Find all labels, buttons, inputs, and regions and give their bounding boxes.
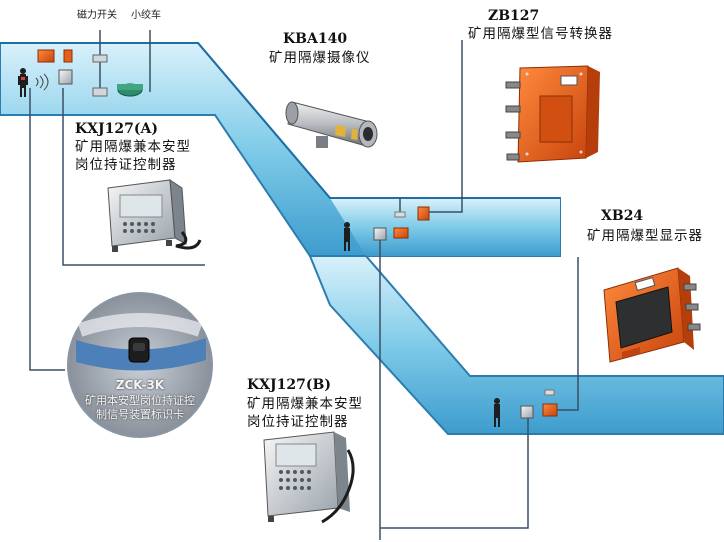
zb127-converter-image <box>505 65 600 163</box>
magnetic-switch-icon <box>92 54 108 63</box>
control-box-small <box>520 405 534 419</box>
zck3k-card-image <box>67 292 213 438</box>
kxj127b-model-label: KXJ127(B) <box>247 377 331 393</box>
kba140-desc-label: 矿用隔爆摄像仪 <box>269 50 371 66</box>
worker-icon <box>344 222 350 251</box>
kxj127a-desc-label-2: 岗位持证控制器 <box>75 157 177 173</box>
cable-zck3k <box>29 88 65 371</box>
cable-kxj127a <box>62 88 205 266</box>
xb24-desc-label: 矿用隔爆型显示器 <box>587 228 703 244</box>
kxj127a-desc-label: 矿用隔爆兼本安型 <box>75 139 191 155</box>
control-box-small <box>373 227 387 241</box>
control-box-small <box>58 69 73 85</box>
kxj127b-desc-label: 矿用隔爆兼本安型 <box>247 396 363 412</box>
xb24-model-label: XB24 <box>601 208 644 224</box>
signal-waves-icon <box>35 73 49 91</box>
tunnel <box>0 42 724 435</box>
station-lower <box>494 389 558 427</box>
zck3k-desc-label: 矿用本安型岗位持证控 <box>85 394 195 407</box>
display-small-icon <box>542 403 558 417</box>
camera-small-icon <box>394 211 406 218</box>
zb127-model-label: ZB127 <box>488 8 540 24</box>
worker-icon <box>494 398 500 427</box>
kxj127a-model-label: KXJ127(A) <box>75 121 158 137</box>
zck3k-desc-label-2: 制信号装置标识卡 <box>96 408 184 421</box>
kxj127b-desc-label-2: 岗位持证控制器 <box>247 414 349 430</box>
kxj127b-controller-image <box>263 431 355 524</box>
worker-icon <box>18 68 28 97</box>
small-winch-label: 小绞车 <box>131 10 161 21</box>
kba140-model-label: KBA140 <box>283 31 348 47</box>
xb24-display-image <box>603 267 701 363</box>
station-middle <box>344 206 430 251</box>
station-upper-left <box>18 49 143 97</box>
magnetic-switch-label: 磁力开关 <box>77 10 117 21</box>
cable-zb127 <box>425 40 463 213</box>
cable-lower <box>380 412 529 529</box>
cable-xb24 <box>553 257 579 411</box>
zck3k-model-label: ZCK-3K <box>115 378 165 392</box>
converter-small-icon <box>417 206 430 221</box>
signal-box-orange <box>393 227 409 239</box>
kxj127a-controller-image <box>107 179 202 252</box>
zb127-desc-label: 矿用隔爆型信号转换器 <box>468 26 613 42</box>
kba140-camera-image <box>285 101 378 148</box>
signal-box-orange <box>37 49 55 63</box>
tunnel-lower-section <box>308 255 724 435</box>
